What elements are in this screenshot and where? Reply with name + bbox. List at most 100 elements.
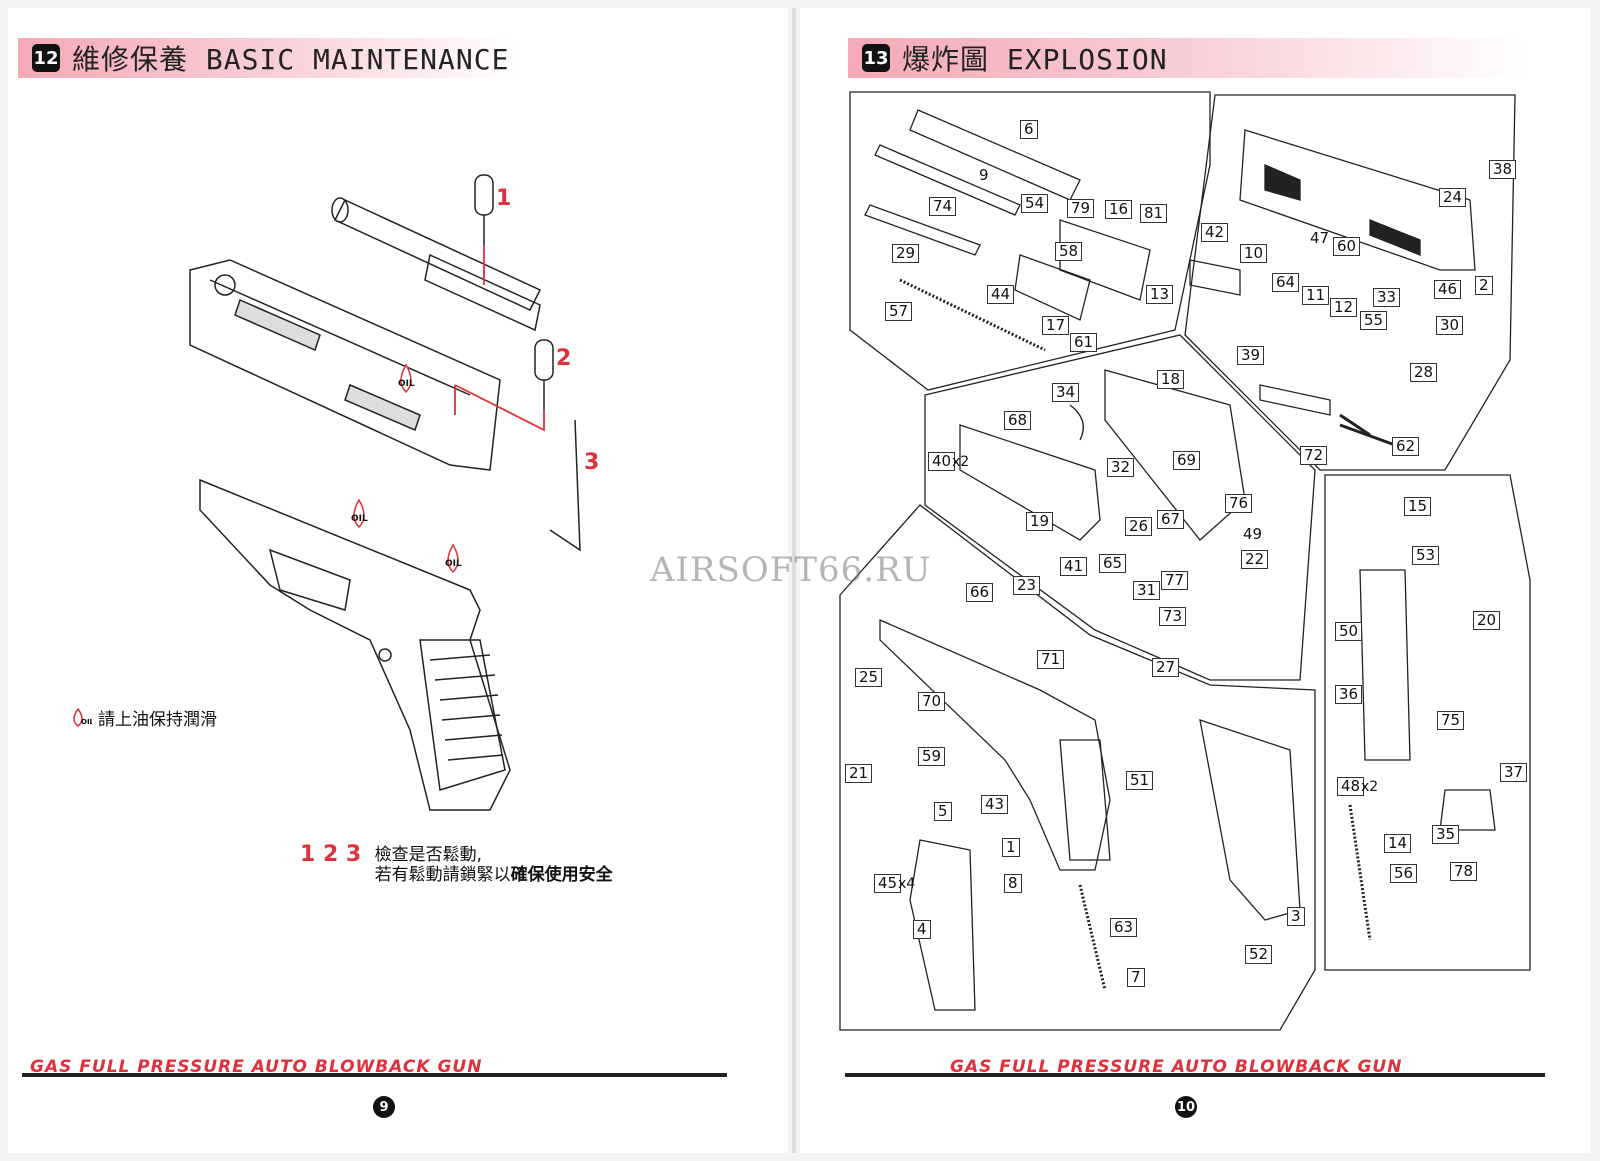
part-callout-10: 10 xyxy=(1240,244,1268,263)
step-marker-1: 1 xyxy=(496,186,512,211)
part-callout-6: 6 xyxy=(1020,120,1038,139)
section-title: 維修保養 BASIC MAINTENANCE xyxy=(72,43,510,76)
section-number-badge: 13 xyxy=(862,44,890,72)
legend-oil-label: OIL xyxy=(81,718,92,726)
part-callout-73: 73 xyxy=(1159,607,1187,626)
part-callout-9: 9 xyxy=(979,166,989,184)
part-callout-33: 33 xyxy=(1373,288,1401,307)
part-callout-25: 25 xyxy=(855,668,883,687)
part-callout-54: 54 xyxy=(1021,194,1049,213)
step-line-2a: 若有鬆動請鎖緊以 xyxy=(374,865,511,885)
part-callout-70: 70 xyxy=(918,692,946,711)
part-callout-18: 18 xyxy=(1157,370,1185,389)
maintenance-header: 12 維修保養 BASIC MAINTENANCE xyxy=(18,38,518,78)
section-title: 爆炸圖 EXPLOSION xyxy=(902,43,1168,76)
part-callout-47: 47 xyxy=(1310,229,1330,247)
part-callout-62: 62 xyxy=(1392,437,1420,456)
part-callout-16: 16 xyxy=(1105,200,1133,219)
part-callout-4: 4 xyxy=(913,920,931,939)
part-callout-15: 15 xyxy=(1404,497,1432,516)
part-callout-14: 14 xyxy=(1384,834,1412,853)
part-callout-63: 63 xyxy=(1110,918,1138,937)
part-callout-56: 56 xyxy=(1390,864,1418,883)
footer-text: GAS FULL PRESSURE AUTO BLOWBACK GUN xyxy=(30,1057,483,1077)
part-callout-58: 58 xyxy=(1055,242,1083,261)
step-numbers: 1 2 3 xyxy=(300,842,362,867)
part-callout-50: 50 xyxy=(1335,622,1363,641)
oil-legend: OIL 請上油保持潤滑 xyxy=(70,705,217,730)
part-callout-43: 43 xyxy=(981,795,1009,814)
part-callout-65: 65 xyxy=(1099,554,1127,573)
part-callout-12: 12 xyxy=(1330,298,1358,317)
part-callout-42: 42 xyxy=(1201,223,1229,242)
part-callout-48: 48 xyxy=(1337,777,1365,796)
part-callout-76: 76 xyxy=(1225,494,1253,513)
part-callout-44: 44 xyxy=(987,285,1015,304)
step-line-1: 檢查是否鬆動, xyxy=(374,845,483,865)
part-callout-78: 78 xyxy=(1450,862,1478,881)
maintenance-diagram: OIL OIL OIL xyxy=(189,174,581,811)
part-callout-40: 40 xyxy=(928,452,956,471)
part-callout-39: 39 xyxy=(1237,346,1265,365)
part-callout-7: 7 xyxy=(1127,968,1145,987)
part-multiplier-45: x4 xyxy=(898,876,916,892)
step-marker-2: 2 xyxy=(556,346,572,371)
part-callout-3: 3 xyxy=(1287,907,1305,926)
part-callout-75: 75 xyxy=(1437,711,1465,730)
part-callout-77: 77 xyxy=(1161,571,1189,590)
step-line-2b: 確保使用安全 xyxy=(510,865,613,885)
part-callout-53: 53 xyxy=(1412,546,1440,565)
part-callout-45: 45 xyxy=(874,874,902,893)
part-callout-19: 19 xyxy=(1026,512,1054,531)
oil-label-3: OIL xyxy=(445,559,462,569)
part-callout-81: 81 xyxy=(1140,204,1168,223)
part-callout-23: 23 xyxy=(1013,576,1041,595)
step-instructions: 1 2 3 檢查是否鬆動, 若有鬆動請鎖緊以確保使用安全 xyxy=(300,842,613,886)
oil-label-2: OIL xyxy=(351,514,368,524)
part-callout-71: 71 xyxy=(1037,650,1065,669)
part-callout-34: 34 xyxy=(1052,383,1080,402)
watermark: AIRSOFT66.RU xyxy=(650,550,932,590)
explosion-header: 13 爆炸圖 EXPLOSION xyxy=(848,38,1528,78)
part-callout-35: 35 xyxy=(1432,825,1460,844)
part-callout-59: 59 xyxy=(918,747,946,766)
part-callout-51: 51 xyxy=(1126,771,1154,790)
part-callout-24: 24 xyxy=(1439,188,1467,207)
part-callout-1: 1 xyxy=(1002,838,1020,857)
part-multiplier-40: x2 xyxy=(952,454,970,470)
part-callout-38: 38 xyxy=(1489,160,1517,179)
part-callout-30: 30 xyxy=(1436,316,1464,335)
footer-text: GAS FULL PRESSURE AUTO BLOWBACK GUN xyxy=(950,1057,1403,1077)
part-callout-29: 29 xyxy=(892,244,920,263)
page-number-9: 9 xyxy=(373,1096,395,1118)
part-callout-66: 66 xyxy=(966,583,994,602)
part-callout-11: 11 xyxy=(1302,286,1330,305)
part-callout-46: 46 xyxy=(1434,280,1462,299)
part-callout-67: 67 xyxy=(1157,510,1185,529)
oil-label-1: OIL xyxy=(398,379,415,389)
part-callout-69: 69 xyxy=(1173,451,1201,470)
legend-text: 請上油保持潤滑 xyxy=(98,710,217,730)
part-callout-72: 72 xyxy=(1300,446,1328,465)
left-page xyxy=(8,8,788,1153)
part-callout-74: 74 xyxy=(929,197,957,216)
part-callout-68: 68 xyxy=(1004,411,1032,430)
part-callout-2: 2 xyxy=(1475,276,1493,295)
part-callout-20: 20 xyxy=(1473,611,1501,630)
book-spine xyxy=(792,8,796,1153)
part-callout-49: 49 xyxy=(1243,525,1263,543)
part-callout-79: 79 xyxy=(1067,199,1095,218)
part-callout-22: 22 xyxy=(1241,550,1269,569)
step-marker-3: 3 xyxy=(584,450,600,475)
part-callout-21: 21 xyxy=(845,764,873,783)
part-callout-57: 57 xyxy=(885,302,913,321)
part-callout-60: 60 xyxy=(1333,237,1361,256)
part-callout-13: 13 xyxy=(1146,285,1174,304)
part-callout-26: 26 xyxy=(1125,517,1153,536)
part-callout-28: 28 xyxy=(1410,363,1438,382)
part-callout-32: 32 xyxy=(1107,458,1135,477)
part-callout-41: 41 xyxy=(1060,557,1088,576)
part-callout-27: 27 xyxy=(1152,658,1180,677)
part-callout-37: 37 xyxy=(1500,763,1528,782)
left-footer: GAS FULL PRESSURE AUTO BLOWBACK GUN xyxy=(22,1057,727,1077)
